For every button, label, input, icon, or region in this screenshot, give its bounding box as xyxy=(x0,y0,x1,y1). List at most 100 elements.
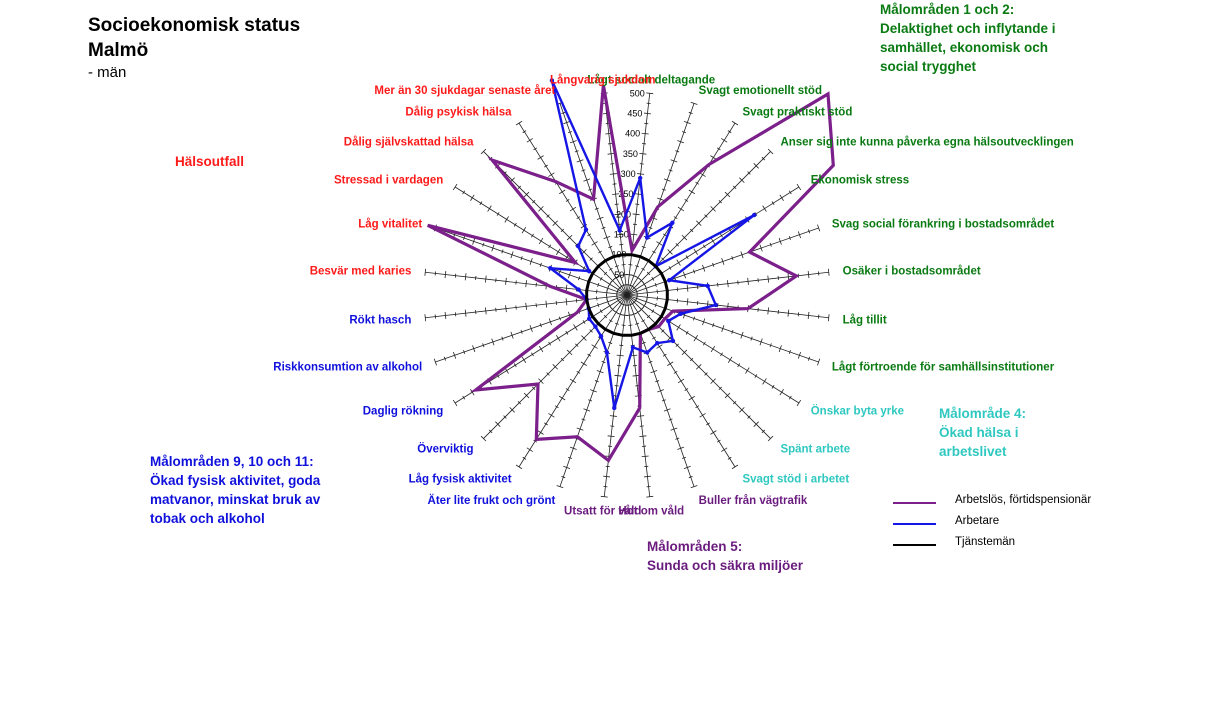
radar-tick xyxy=(443,356,447,361)
legend-label: Tjänstemän xyxy=(955,536,1016,548)
radar-tick xyxy=(731,329,734,334)
radar-tick xyxy=(732,185,737,190)
radar-tick xyxy=(522,456,527,460)
radar-tick xyxy=(603,271,608,276)
radar-tick xyxy=(472,345,476,353)
radar-tick xyxy=(807,311,810,319)
radar-tick xyxy=(598,250,602,254)
radar-tick xyxy=(521,227,527,234)
radar-axis-label: Hot om våld xyxy=(618,506,684,518)
radar-tick xyxy=(788,190,792,195)
radar-tick xyxy=(538,206,544,212)
radar-tick xyxy=(533,147,538,151)
radar-tick xyxy=(587,353,592,357)
radar-tick xyxy=(702,244,706,249)
radar-tick xyxy=(594,207,599,210)
radar-tick xyxy=(675,437,680,440)
radar-tick xyxy=(548,244,552,249)
radar-tick xyxy=(590,389,597,393)
radar-tick xyxy=(688,189,695,195)
radar-point xyxy=(598,334,604,339)
radar-tick-label: 450 xyxy=(627,108,642,118)
radar-tick xyxy=(563,465,571,469)
radar-tick-label: 300 xyxy=(621,169,636,179)
radar-tick xyxy=(566,234,573,241)
radar-point xyxy=(593,324,598,329)
radar-tick xyxy=(731,120,739,126)
radar-tick xyxy=(662,353,667,357)
radar-tick xyxy=(588,399,593,402)
radar-point xyxy=(713,302,718,308)
radar-tick xyxy=(677,206,685,212)
radar-tick xyxy=(470,194,475,201)
radar-axis-label: Överviktig xyxy=(417,442,473,455)
radar-tick xyxy=(525,280,527,288)
radar-tick xyxy=(573,324,578,331)
radar-tick xyxy=(699,413,706,418)
radar-tick-label: 350 xyxy=(623,149,638,159)
radar-tick xyxy=(539,262,542,267)
radar-tick xyxy=(727,356,733,363)
radar-tick xyxy=(630,233,638,236)
radar-tick xyxy=(480,435,487,442)
radar-tick xyxy=(616,233,624,236)
radar-tick xyxy=(690,101,698,105)
radar-axis-label: Buller från vägtrafik xyxy=(699,495,808,507)
radar-tick xyxy=(523,191,530,198)
radar-tick xyxy=(787,309,790,317)
radar-tick xyxy=(724,191,731,198)
radar-tick xyxy=(676,259,681,266)
radar-point xyxy=(666,278,672,283)
radar-tick xyxy=(576,370,581,374)
radar-tick xyxy=(684,199,689,202)
radar-tick xyxy=(641,246,646,249)
radar-tick xyxy=(731,464,739,470)
radar-tick xyxy=(485,307,487,315)
radar-tick xyxy=(641,455,649,458)
radar-tick xyxy=(688,475,693,479)
radar-tick xyxy=(710,155,717,160)
radar-axis-label: Stressad i vardagen xyxy=(334,175,443,187)
radar-tick xyxy=(545,300,548,308)
radar-tick xyxy=(661,399,666,402)
radar-tick xyxy=(787,273,790,281)
radar-axis-label: Dålig psykisk hälsa xyxy=(405,106,512,118)
radar-tick xyxy=(673,216,678,220)
radar-tick xyxy=(750,336,753,341)
chart-subtitle: - män xyxy=(88,64,127,81)
radar-tick xyxy=(710,206,716,212)
radar-tick xyxy=(582,320,586,324)
radar-tick xyxy=(491,338,495,346)
radar-series-arbetare xyxy=(546,79,755,409)
radar-tick xyxy=(632,213,640,216)
legend-label: Arbetslös, förtidspensionär xyxy=(955,494,1092,506)
radar-tick xyxy=(538,378,544,384)
radar-tick xyxy=(673,370,678,374)
radar-tick xyxy=(594,380,599,383)
radar-tick xyxy=(827,314,830,322)
radar-tick xyxy=(720,352,723,357)
radar-tick xyxy=(675,150,680,153)
radar-tick xyxy=(788,235,791,241)
radar-tick xyxy=(661,329,665,333)
radar-tick xyxy=(529,325,533,332)
radar-point xyxy=(612,405,617,411)
radar-tick xyxy=(695,181,700,185)
radar-tick xyxy=(597,282,600,287)
radar-tick xyxy=(677,446,685,450)
radar-tick xyxy=(462,190,466,195)
radar-tick xyxy=(656,344,663,349)
radar-tick xyxy=(596,370,604,374)
radar-tick xyxy=(634,193,642,195)
radar-tick xyxy=(520,329,523,334)
radar-tick xyxy=(759,244,763,252)
radar-tick xyxy=(424,314,427,322)
radar-tick xyxy=(731,256,734,261)
radar-tick xyxy=(480,148,487,155)
radar-tick xyxy=(753,421,759,427)
radar-tick xyxy=(576,216,581,220)
radar-axis-label: Ekonomisk stress xyxy=(811,175,909,187)
radar-tick xyxy=(721,258,725,265)
radar-axis-label: Låg vitalitet xyxy=(358,218,422,230)
radar-tick xyxy=(643,112,651,115)
